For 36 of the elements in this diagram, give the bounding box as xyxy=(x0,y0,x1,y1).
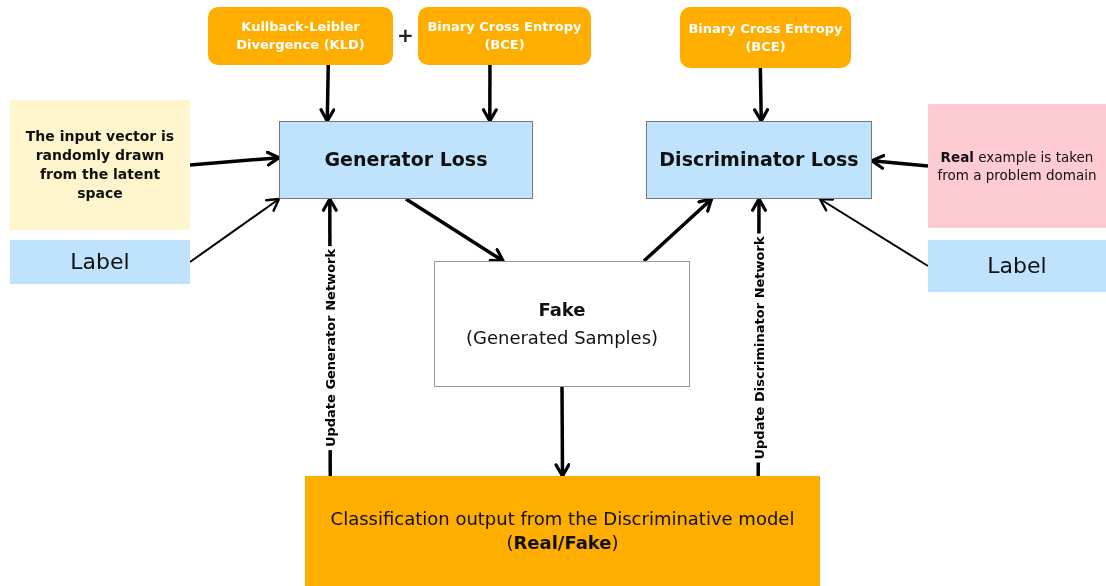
label-box xyxy=(10,240,190,284)
loss-name: Kullback-Leibler Divergence (KLD) xyxy=(235,18,366,54)
arrow xyxy=(319,64,336,123)
fake-title: Fake xyxy=(538,297,586,322)
classification-output-box xyxy=(305,476,820,586)
loss-function-box xyxy=(418,7,591,65)
fake-subtitle: (Generated Samples) xyxy=(465,326,659,350)
arrow xyxy=(554,387,571,478)
loss-function-box xyxy=(208,7,393,65)
loss-title: Discriminator Loss xyxy=(659,147,859,173)
arrow xyxy=(642,197,714,263)
generated-samples-box xyxy=(434,261,690,387)
output-description: Classification output from the Discriminative model (Real/Fake) xyxy=(329,506,796,555)
plus-sign: + xyxy=(397,23,414,47)
real-example-box xyxy=(928,104,1106,228)
label-box xyxy=(928,240,1106,292)
loss-box xyxy=(279,121,533,199)
loss-name: Binary Cross Entropy (BCE) xyxy=(426,18,583,54)
arrow xyxy=(481,65,498,123)
arrow xyxy=(189,197,281,263)
input-description: The input vector is randomly drawn from the latent space xyxy=(24,127,176,203)
arrow xyxy=(870,153,929,170)
arrow xyxy=(189,150,281,167)
loss-box xyxy=(646,121,872,199)
real-example-description: Real example is taken from a problem domain xyxy=(936,147,1098,185)
label-text: Label xyxy=(987,252,1047,281)
label-text: Label xyxy=(70,248,130,277)
arrow xyxy=(753,67,770,123)
edge-label: Update Generator Network xyxy=(322,245,338,450)
arrow xyxy=(405,197,505,263)
edge-label: Update Discriminator Network xyxy=(751,232,767,463)
loss-function-box xyxy=(680,7,851,68)
loss-name: Binary Cross Entropy (BCE) xyxy=(688,19,843,56)
input-note-box xyxy=(10,100,190,230)
arrow xyxy=(818,197,929,267)
loss-title: Generator Loss xyxy=(324,147,488,173)
